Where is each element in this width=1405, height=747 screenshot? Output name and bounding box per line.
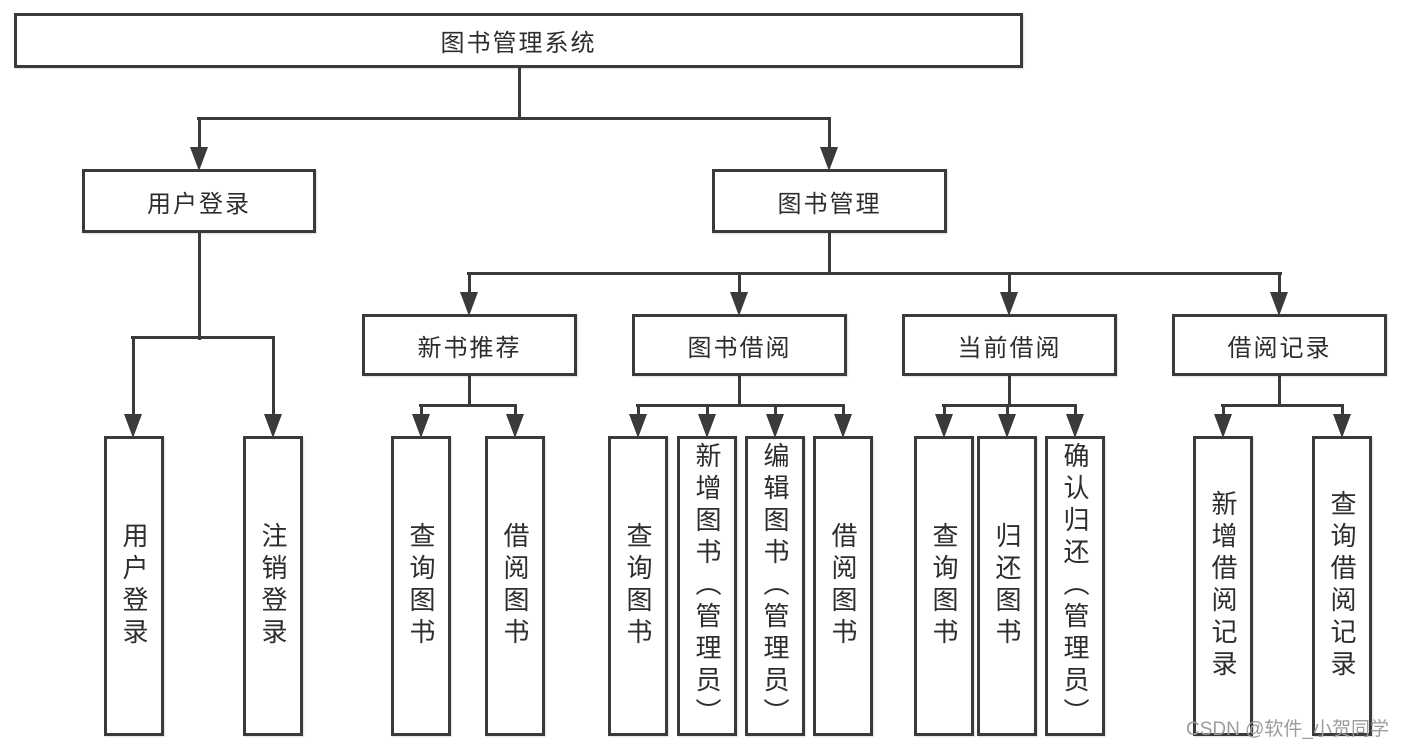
node-current-confirm-return-admin: 确认归还（管理员） [1045,436,1105,736]
connector-vline [271,337,275,416]
connector-vline [841,405,845,416]
connector-hline [467,271,1282,275]
node-borrowing-add-books-admin: 新增图书（管理员） [677,436,737,736]
connector-vline [1277,273,1281,294]
node-root-label: 图书管理系统 [440,30,597,57]
arrowhead-down-icon [190,147,208,171]
connector-vline [737,375,741,407]
node-borrowing-borrow-books: 借阅图书 [813,436,873,736]
arrowhead-down-icon [506,414,524,438]
node-borrowing-records: 借阅记录 [1172,314,1387,376]
node-records-add-record-label: 新增借阅记录 [1208,490,1238,682]
node-root: 图书管理系统 [14,13,1023,68]
connector-vline [636,405,640,416]
connector-hline [419,403,517,407]
connector-vline [827,118,831,148]
node-current-borrowing: 当前借阅 [902,314,1117,376]
node-book-management: 图书管理 [712,169,947,233]
node-records-query-record-label: 查询借阅记录 [1327,490,1357,682]
node-current-borrowing-label: 当前借阅 [957,334,1062,362]
connector-vline [1007,273,1011,294]
node-book-management-label: 图书管理 [777,190,882,218]
node-borrowing-query-books-label: 查询图书 [623,522,653,650]
arrowhead-down-icon [820,147,838,171]
node-user-login-label: 用户登录 [147,190,251,218]
node-logout: 注销登录 [243,436,303,736]
connector-vline [1221,405,1225,416]
connector-vline [419,405,423,416]
node-recommend-query-books-label: 查询图书 [406,522,436,650]
arrowhead-down-icon [730,292,748,316]
arrowhead-down-icon [460,292,478,316]
connector-vline [197,118,201,148]
node-borrowing-records-label: 借阅记录 [1227,334,1332,362]
connector-vline [513,405,517,416]
connector-vline [197,232,201,340]
connector-vline [827,232,831,275]
connector-hline [131,335,275,339]
arrowhead-down-icon [766,414,784,438]
node-current-query-books: 查询图书 [914,436,974,736]
node-book-borrowing-label: 图书借阅 [687,334,792,362]
arrowhead-down-icon [264,414,282,438]
node-new-book-recommendation-label: 新书推荐 [417,334,522,362]
node-borrowing-add-books-admin-label: 新增图书（管理员） [692,442,722,730]
node-borrowing-edit-books-admin-label: 编辑图书（管理员） [760,442,790,730]
arrowhead-down-icon [998,414,1016,438]
connector-vline [773,405,777,416]
arrowhead-down-icon [1333,414,1351,438]
csdn-watermark: CSDN @软件_小贺同学 [1186,719,1389,740]
connector-vline [737,273,741,294]
node-user-login-action: 用户登录 [104,436,164,736]
arrowhead-down-icon [1000,292,1018,316]
node-current-return-books: 归还图书 [977,436,1037,736]
connector-hline [942,403,1077,407]
connector-vline [517,66,521,120]
connector-vline [1007,375,1011,407]
node-current-confirm-return-admin-label: 确认归还（管理员） [1060,442,1090,730]
node-borrowing-edit-books-admin: 编辑图书（管理员） [745,436,805,736]
node-book-borrowing: 图书借阅 [632,314,847,376]
arrowhead-down-icon [124,414,142,438]
node-records-query-record: 查询借阅记录 [1312,436,1372,736]
connector-vline [942,405,946,416]
node-recommend-query-books: 查询图书 [391,436,451,736]
node-current-return-books-label: 归还图书 [992,522,1022,650]
connector-vline [1277,375,1281,407]
arrowhead-down-icon [698,414,716,438]
node-user-login-action-label: 用户登录 [119,522,149,650]
arrowhead-down-icon [834,414,852,438]
connector-vline [1340,405,1344,416]
arrowhead-down-icon [1066,414,1084,438]
node-borrowing-borrow-books-label: 借阅图书 [828,522,858,650]
connector-vline [467,375,471,407]
node-current-query-books-label: 查询图书 [929,522,959,650]
node-user-login: 用户登录 [82,169,316,233]
node-borrowing-query-books: 查询图书 [608,436,668,736]
node-recommend-borrow-books: 借阅图书 [485,436,545,736]
arrowhead-down-icon [1270,292,1288,316]
node-logout-label: 注销登录 [258,522,288,650]
node-new-book-recommendation: 新书推荐 [362,314,577,376]
connector-vline [467,273,471,294]
arrowhead-down-icon [935,414,953,438]
node-recommend-borrow-books-label: 借阅图书 [500,522,530,650]
arrowhead-down-icon [629,414,647,438]
connector-hline [1221,403,1344,407]
connector-vline [705,405,709,416]
arrowhead-down-icon [1214,414,1232,438]
connector-hline [636,403,845,407]
arrowhead-down-icon [412,414,430,438]
node-records-add-record: 新增借阅记录 [1193,436,1253,736]
connector-vline [131,337,135,416]
connector-vline [1005,405,1009,416]
connector-hline [197,116,831,120]
connector-vline [1073,405,1077,416]
